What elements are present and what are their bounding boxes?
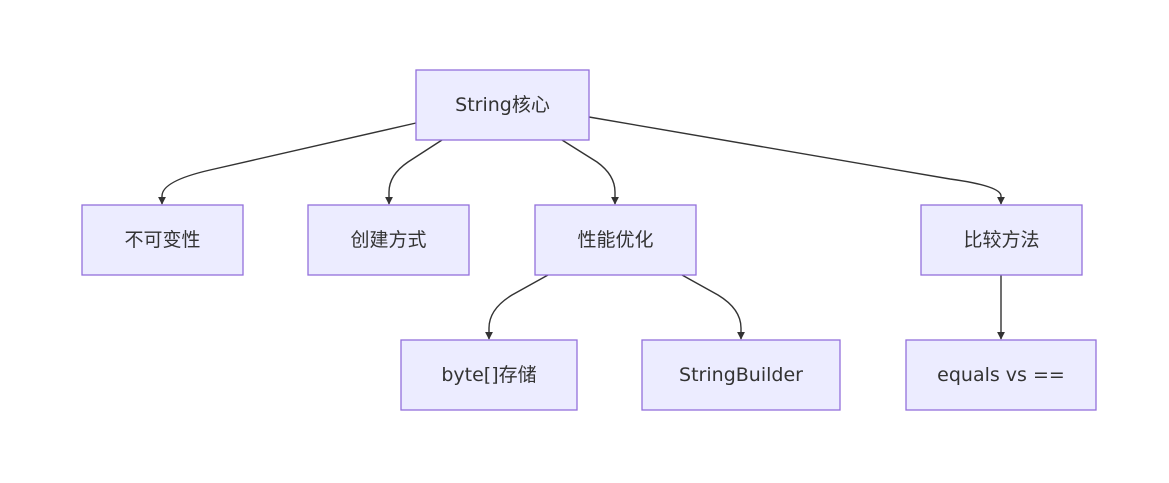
node-creation[interactable]: 创建方式 <box>307 204 470 276</box>
edge-root-to-immutability <box>158 122 417 205</box>
node-comparison-label: 比较方法 <box>963 229 1039 251</box>
node-performance-label: 性能优化 <box>577 229 653 251</box>
edges <box>158 116 1005 340</box>
edge-root-to-creation <box>385 139 443 205</box>
node-immutability-label: 不可变性 <box>124 229 200 251</box>
edge-root-to-comparison <box>588 116 1005 205</box>
node-immutability[interactable]: 不可变性 <box>81 204 244 276</box>
node-byte-storage[interactable]: byte[]存储 <box>400 339 578 411</box>
node-root-label: String核心 <box>455 94 550 116</box>
node-byte-storage-label: byte[]存储 <box>441 364 536 386</box>
node-performance[interactable]: 性能优化 <box>534 204 697 276</box>
node-equals-vs[interactable]: equals vs == <box>905 339 1097 411</box>
edge-root-to-performance <box>561 139 619 205</box>
node-comparison[interactable]: 比较方法 <box>920 204 1083 276</box>
edge-performance-to-byte-storage <box>485 274 549 340</box>
node-creation-label: 创建方式 <box>350 229 426 251</box>
node-equals-vs-label: equals vs == <box>937 364 1065 386</box>
node-stringbuilder-label: StringBuilder <box>679 364 803 386</box>
node-stringbuilder[interactable]: StringBuilder <box>641 339 841 411</box>
edge-performance-to-stringbuilder <box>681 274 745 340</box>
node-root[interactable]: String核心 <box>415 69 590 141</box>
